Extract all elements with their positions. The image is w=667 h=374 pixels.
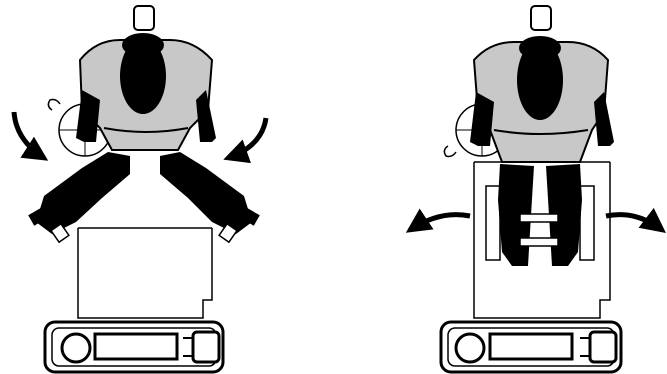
left-headrest <box>133 5 155 31</box>
left-arm-right <box>196 90 216 142</box>
left-panel <box>11 5 269 374</box>
left-leg-right <box>160 152 252 234</box>
right-footrest-bar <box>439 320 623 374</box>
right-arrow-outward-right <box>605 207 666 234</box>
right-head <box>517 40 563 120</box>
right-arm-left <box>470 92 494 146</box>
left-leg-left <box>36 152 130 234</box>
right-arrow-outward-left <box>405 208 471 233</box>
left-footrest-bar <box>43 320 225 374</box>
left-arrow-inward-right <box>223 117 269 164</box>
right-headrest <box>530 5 552 31</box>
left-chair-base <box>77 227 213 319</box>
right-arm-right <box>594 92 614 146</box>
left-arrow-inward-left <box>11 111 49 161</box>
left-arm-left <box>76 90 100 142</box>
right-panel <box>405 5 666 374</box>
left-head <box>120 38 166 114</box>
